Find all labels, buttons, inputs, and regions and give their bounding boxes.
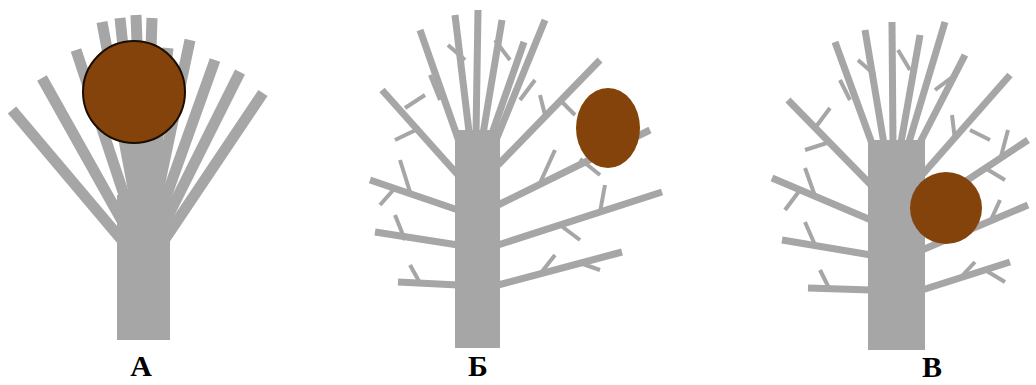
- tree-branch: [117, 195, 170, 340]
- fruit-oval: [576, 88, 640, 168]
- tree-branch: [395, 215, 405, 240]
- tree-branch: [858, 60, 875, 75]
- tree-a: [12, 15, 263, 340]
- tree-branch: [805, 222, 815, 245]
- tree-branch: [952, 115, 955, 140]
- tree-branch: [868, 140, 925, 350]
- figure-label: В: [922, 351, 942, 383]
- tree-branch: [398, 282, 458, 285]
- tree-branch: [960, 262, 975, 278]
- tree-branch: [922, 262, 1010, 290]
- figure-label: А: [130, 350, 152, 382]
- tree-branch: [380, 188, 395, 205]
- tree-b: [370, 10, 662, 348]
- tree-branch: [782, 240, 871, 255]
- tree-branch: [476, 10, 478, 135]
- tree-branch: [498, 252, 622, 285]
- tree-branch: [970, 130, 990, 140]
- tree-branch: [785, 190, 800, 210]
- tree-branch: [840, 80, 850, 100]
- tree-branch: [455, 15, 470, 140]
- tree-c: [772, 22, 1028, 350]
- fruit-circle: [83, 41, 185, 143]
- tree-branch: [400, 160, 410, 192]
- tree-branch: [788, 100, 871, 185]
- tree-branch: [772, 178, 871, 220]
- tree-branch: [382, 90, 458, 175]
- figure-label: Б: [468, 350, 488, 382]
- tree-branch: [455, 130, 500, 348]
- tree-branch: [560, 225, 580, 240]
- tree-branch: [375, 232, 458, 245]
- tree-branch: [805, 168, 815, 196]
- tree-branch: [815, 108, 830, 128]
- tree-branch: [370, 180, 458, 210]
- tree-branch: [935, 75, 955, 90]
- tree-branch: [405, 95, 425, 108]
- tree-branch: [560, 100, 575, 115]
- tree-branch: [805, 142, 830, 150]
- tree-branch: [410, 265, 420, 283]
- tree-branch: [395, 128, 420, 140]
- fruit-circle: [910, 172, 982, 244]
- tree-branch: [820, 270, 830, 290]
- tree-branch: [540, 150, 555, 183]
- tree-branch: [448, 45, 465, 60]
- tree-branch: [898, 50, 910, 70]
- tree-branch: [600, 185, 605, 212]
- tree-branch: [540, 95, 545, 115]
- tree-branch: [495, 40, 510, 60]
- tree-branch: [985, 270, 1005, 282]
- tree-branch: [430, 75, 440, 100]
- tree-branch: [580, 263, 600, 270]
- tree-branch: [520, 80, 535, 100]
- tree-branch: [808, 288, 871, 290]
- tree-branch: [540, 255, 555, 274]
- tree-branch: [985, 168, 1005, 180]
- tree-branch: [1000, 130, 1008, 160]
- tree-branch: [892, 22, 893, 145]
- tree-branch: [990, 200, 1000, 222]
- tree-branch: [498, 192, 662, 245]
